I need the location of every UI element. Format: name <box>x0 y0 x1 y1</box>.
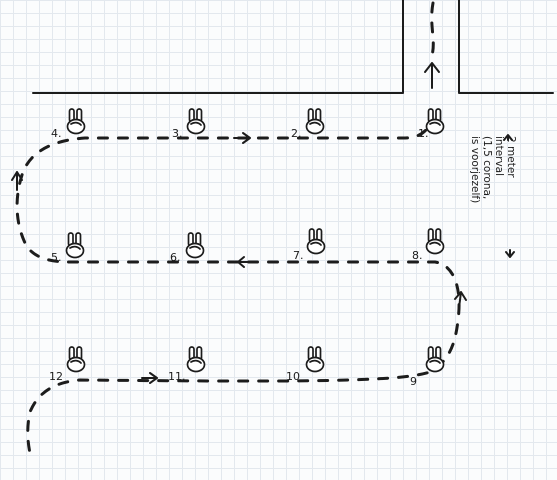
position-number: 4. <box>51 127 62 140</box>
position-number: 12 <box>49 370 63 383</box>
distance-marker <box>503 134 515 258</box>
distance-note-line: 2 meter <box>505 136 517 178</box>
peace-sign-hand-icon <box>425 346 445 373</box>
position-number: 7. <box>293 249 304 262</box>
position-number: 2. <box>291 127 302 140</box>
peace-sign-hand-icon <box>186 108 206 135</box>
peace-sign-hand-icon <box>66 346 86 373</box>
up-arrow-icon <box>454 291 467 309</box>
right-arrow-icon <box>233 132 251 144</box>
peace-sign-hand-icon <box>186 346 206 373</box>
walking-route <box>15 1 461 460</box>
left-arrow-icon <box>237 256 253 268</box>
up-arrow-icon <box>11 171 23 191</box>
right-arrow-icon <box>141 372 158 384</box>
position-number: 9 <box>410 375 417 388</box>
distance-note-line: is voorjezelf) <box>469 136 481 204</box>
peace-sign-hand-icon <box>305 108 325 135</box>
position-number: 1. <box>418 127 429 140</box>
up-arrow-icon <box>424 62 440 89</box>
peace-sign-hand-icon <box>306 228 326 255</box>
peace-sign-hand-icon <box>65 232 85 259</box>
peace-sign-hand-icon <box>425 108 445 135</box>
position-number: 3. <box>172 127 183 140</box>
peace-sign-hand-icon <box>185 232 205 259</box>
distance-note-line: (1,5 corona, <box>481 136 493 200</box>
peace-sign-hand-icon <box>305 346 325 373</box>
position-number: 10 <box>286 370 300 383</box>
peace-sign-hand-icon <box>425 228 445 255</box>
peace-sign-hand-icon <box>66 108 86 135</box>
position-number: 8. <box>412 249 423 262</box>
position-number: 6. <box>170 251 181 264</box>
distance-note-line: interval <box>493 136 505 177</box>
distance-note: 2 meter interval (1,5 corona, is voorjez… <box>467 136 517 270</box>
room-wall <box>32 0 554 94</box>
position-number: 5. <box>51 251 62 264</box>
position-number: 11. <box>168 370 186 383</box>
